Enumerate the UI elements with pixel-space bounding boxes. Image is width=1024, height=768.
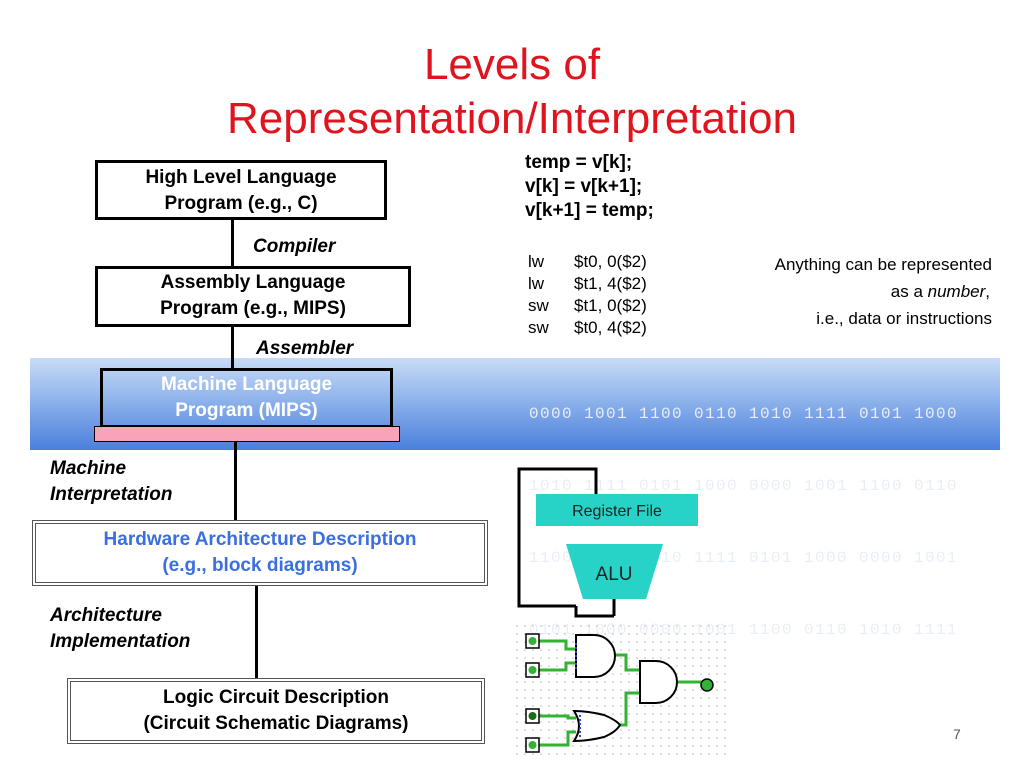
assembler-label: Assembler: [256, 338, 354, 359]
input-pins: [525, 633, 540, 753]
register-file-label: Register File: [572, 503, 662, 520]
pink-bar: [94, 426, 400, 442]
asm-op: sw: [528, 296, 549, 315]
asm-op: sw: [528, 318, 549, 337]
output-pin: [700, 678, 714, 692]
machine-language-box: Machine Language Program (MIPS): [100, 368, 393, 428]
representation-note: Anything can be represented as a number,…: [700, 251, 992, 332]
note-line1: Anything can be represented: [774, 255, 992, 274]
c-code-line: v[k+1] = temp;: [525, 200, 654, 221]
connector-hw-logic: [255, 585, 258, 680]
high-level-line2: Program (e.g., C): [164, 193, 318, 214]
page-title-line2: Representation/Interpretation: [227, 94, 797, 143]
note-line2: as a number,: [700, 278, 992, 305]
logic-circuit-box: Logic Circuit Description (Circuit Schem…: [67, 678, 485, 744]
asm-op: lw: [528, 252, 545, 271]
arch-impl-line1: Architecture: [50, 605, 162, 626]
c-code-line: v[k] = v[k+1];: [525, 176, 643, 197]
asm-code-block: lw $t0, 0($2) lw $t1, 4($2) sw $t1, 0($2) s…: [528, 251, 647, 339]
architecture-implementation-label: Architecture Implementation: [50, 603, 190, 655]
asm-op: lw: [528, 274, 545, 293]
and-gate: [639, 660, 678, 704]
hardware-architecture-box: Hardware Architecture Description (e.g.,…: [32, 520, 488, 586]
logic-line1: Logic Circuit Description: [163, 687, 389, 708]
note-line2-suffix: ,: [985, 282, 990, 301]
hardware-line2: (e.g., block diagrams): [162, 555, 358, 576]
arch-impl-line2: Implementation: [50, 631, 191, 652]
or-gate: [572, 709, 622, 743]
asm-line: lw $t1, 4($2): [528, 273, 647, 295]
page-title-line1: Levels of: [423, 40, 601, 89]
assembly-line1: Assembly Language: [160, 272, 346, 293]
machine-interp-line1: Machine: [50, 458, 127, 479]
machine-line1: Machine Language: [160, 374, 333, 395]
note-line3: i.e., data or instructions: [816, 309, 992, 328]
machine-line2: Program (MIPS): [175, 400, 318, 421]
alu-block: [566, 544, 663, 599]
and-gate: [575, 634, 616, 678]
register-file-block: [536, 494, 698, 526]
compiler-label: Compiler: [253, 236, 336, 257]
connector-ml-hw: [234, 442, 237, 522]
register-alu-diagram: Register File ALU: [517, 467, 698, 618]
machine-interpretation-label: Machine Interpretation: [50, 456, 172, 508]
asm-args: $t1, 4($2): [574, 274, 647, 293]
asm-args: $t0, 0($2): [574, 252, 647, 271]
alu-label: ALU: [596, 564, 633, 585]
asm-line: sw $t1, 0($2): [528, 295, 647, 317]
connector-asm-ml: [231, 326, 234, 371]
asm-line: sw $t0, 4($2): [528, 317, 647, 339]
connector-hll-asm: [231, 219, 234, 267]
note-line2-em: number: [927, 282, 986, 301]
logic-gate-schematic: [516, 625, 726, 759]
logic-line2: (Circuit Schematic Diagrams): [143, 713, 409, 734]
c-code-block: temp = v[k]; v[k] = v[k+1]; v[k+1] = tem…: [525, 151, 654, 223]
machine-interp-line2: Interpretation: [50, 484, 173, 505]
assembly-line2: Program (e.g., MIPS): [160, 298, 346, 319]
wires: [538, 639, 702, 747]
grid-background: [516, 625, 726, 759]
high-level-language-box: High Level Language Program (e.g., C): [95, 160, 387, 220]
c-code-line: temp = v[k];: [525, 152, 633, 173]
asm-line: lw $t0, 0($2): [528, 251, 647, 273]
asm-args: $t0, 4($2): [574, 318, 647, 337]
hardware-line1: Hardware Architecture Description: [103, 529, 417, 550]
note-line2-prefix: as a: [890, 282, 928, 301]
assembly-language-box: Assembly Language Program (e.g., MIPS): [95, 266, 411, 327]
high-level-line1: High Level Language: [145, 167, 337, 188]
binary-line: 0000 1001 1100 0110 1010 1111 0101 1000: [529, 405, 959, 423]
feedback-wire: [517, 467, 598, 608]
binary-line: 1010 1111 0101 1000 0000 1001 1100 0110: [529, 477, 959, 495]
asm-args: $t1, 0($2): [574, 296, 647, 315]
slide-number: 7: [953, 726, 961, 742]
